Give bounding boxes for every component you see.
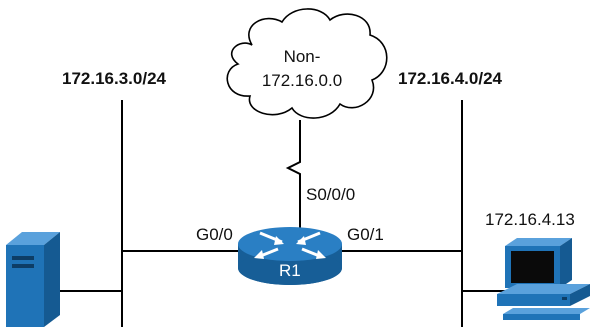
serial-interface-label: S0/0/0: [306, 185, 356, 204]
server-icon[interactable]: [6, 232, 60, 327]
left-interface-label: G0/0: [196, 225, 233, 244]
pc-icon[interactable]: [497, 238, 590, 320]
subnet-label-left: 172.16.3.0/24: [62, 69, 166, 88]
subnet-label-right: 172.16.4.0/24: [398, 69, 502, 88]
router-name-label: R1: [279, 261, 301, 280]
router-icon[interactable]: [238, 227, 342, 285]
cloud-label-line2: 172.16.0.0: [261, 71, 343, 90]
cloud-icon: [226, 8, 388, 119]
serial-link: [285, 120, 301, 228]
right-interface-label: G0/1: [347, 225, 384, 244]
pc-ip-label: 172.16.4.13: [485, 210, 575, 229]
cloud-label-line1: Non-: [283, 47, 321, 66]
